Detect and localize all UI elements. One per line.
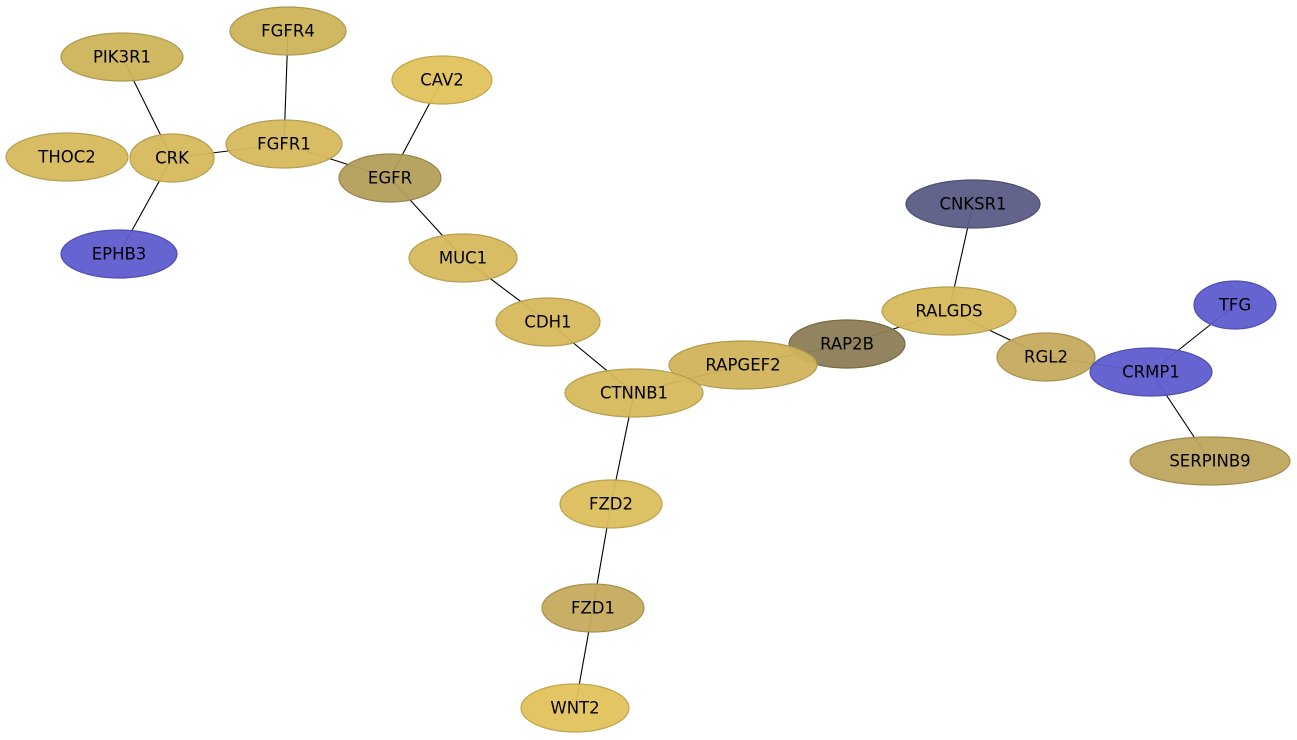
node-shape[interactable] [408, 233, 518, 283]
node-shape[interactable] [129, 133, 215, 183]
node-shape[interactable] [1089, 347, 1213, 397]
node-shape[interactable] [788, 319, 906, 369]
node-shape[interactable] [905, 179, 1041, 229]
node-ctnnb1[interactable]: CTNNB1 [564, 368, 704, 418]
node-shape[interactable] [338, 153, 442, 203]
node-shape[interactable] [1193, 280, 1277, 330]
node-shape[interactable] [1129, 436, 1291, 486]
node-tfg[interactable]: TFG [1193, 280, 1277, 330]
node-shape[interactable] [564, 368, 704, 418]
node-wnt2[interactable]: WNT2 [520, 683, 630, 733]
node-shape[interactable] [5, 132, 129, 182]
node-serpinb9[interactable]: SERPINB9 [1129, 436, 1291, 486]
node-shape[interactable] [391, 55, 493, 105]
node-egfr[interactable]: EGFR [338, 153, 442, 203]
node-shape[interactable] [668, 340, 818, 390]
node-fzd1[interactable]: FZD1 [541, 583, 645, 633]
node-shape[interactable] [520, 683, 630, 733]
node-crk[interactable]: CRK [129, 133, 215, 183]
node-cnksr1[interactable]: CNKSR1 [905, 179, 1041, 229]
node-thoc2[interactable]: THOC2 [5, 132, 129, 182]
node-shape[interactable] [225, 119, 343, 169]
node-cav2[interactable]: CAV2 [391, 55, 493, 105]
node-shape[interactable] [996, 332, 1096, 382]
node-ephb3[interactable]: EPHB3 [60, 229, 178, 279]
node-cdh1[interactable]: CDH1 [495, 297, 601, 347]
node-shape[interactable] [881, 286, 1017, 336]
node-shape[interactable] [60, 229, 178, 279]
node-muc1[interactable]: MUC1 [408, 233, 518, 283]
node-fgfr4[interactable]: FGFR4 [229, 6, 347, 56]
node-shape[interactable] [495, 297, 601, 347]
node-ralgds[interactable]: RALGDS [881, 286, 1017, 336]
node-shape[interactable] [559, 479, 663, 529]
node-pik3r1[interactable]: PIK3R1 [60, 32, 184, 82]
node-shape[interactable] [229, 6, 347, 56]
node-fgfr1[interactable]: FGFR1 [225, 119, 343, 169]
node-shape[interactable] [541, 583, 645, 633]
node-crmp1[interactable]: CRMP1 [1089, 347, 1213, 397]
node-rgl2[interactable]: RGL2 [996, 332, 1096, 382]
node-shape[interactable] [60, 32, 184, 82]
node-fzd2[interactable]: FZD2 [559, 479, 663, 529]
